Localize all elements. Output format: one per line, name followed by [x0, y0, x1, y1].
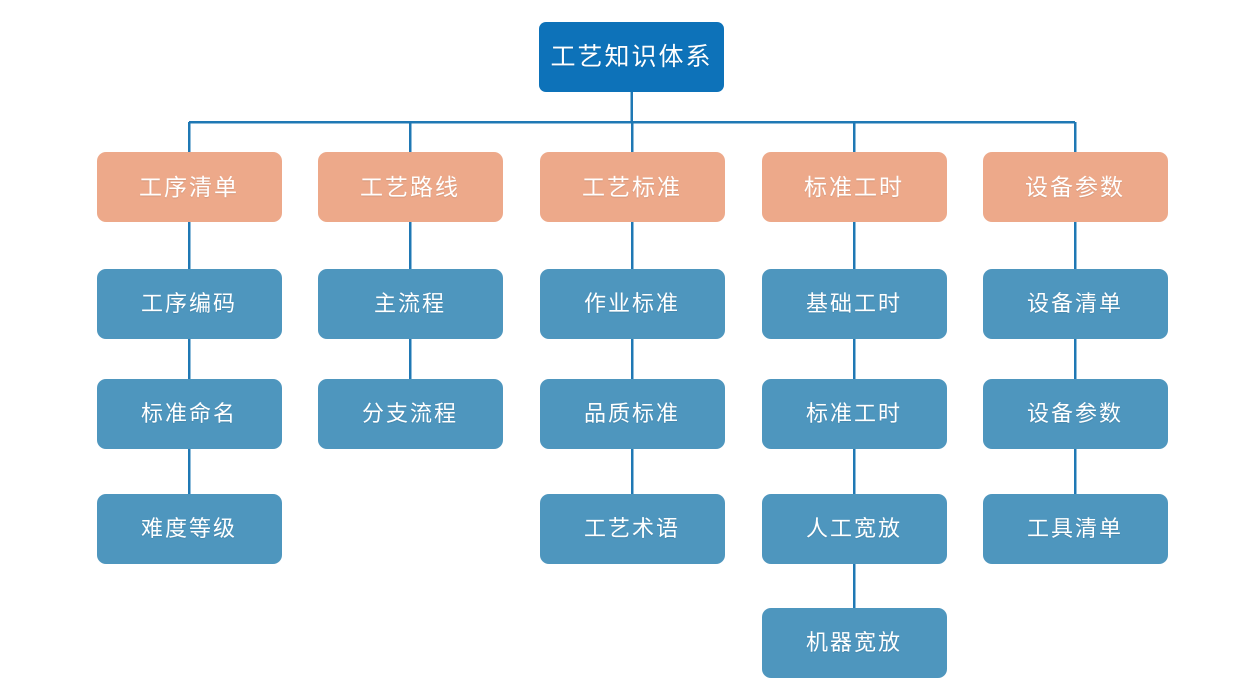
node-item-5-2[interactable]: 设备参数 [982, 379, 1168, 449]
node-item-4-1[interactable]: 基础工时 [761, 269, 947, 339]
node-item-2-2[interactable]: 分支流程 [317, 379, 503, 449]
node-item-3-2[interactable]: 品质标准 [539, 379, 725, 449]
node-item-4-4[interactable]: 机器宽放 [761, 608, 947, 678]
node-item-5-3[interactable]: 工具清单 [982, 494, 1168, 564]
node-label: 工艺标准 [582, 173, 682, 200]
node-item-4-2[interactable]: 标准工时 [761, 379, 947, 449]
node-label: 设备清单 [1026, 291, 1123, 316]
node-item-4-3[interactable]: 人工宽放 [761, 494, 947, 564]
node-label: 品质标准 [583, 401, 680, 426]
node-label: 标准命名 [140, 401, 237, 426]
node-label: 基础工时 [805, 291, 902, 316]
node-category-2[interactable]: 工艺路线 [317, 152, 503, 222]
node-label: 工艺知识体系 [550, 42, 713, 71]
node-label: 工艺术语 [583, 516, 680, 541]
node-label: 作业标准 [583, 291, 680, 316]
node-label: 分支流程 [361, 401, 458, 426]
node-root[interactable]: 工艺知识体系 [539, 22, 724, 92]
node-label: 难度等级 [140, 516, 237, 541]
node-label: 主流程 [373, 291, 446, 316]
node-category-3[interactable]: 工艺标准 [539, 152, 725, 222]
node-item-1-3[interactable]: 难度等级 [96, 494, 282, 564]
node-label: 工序清单 [139, 173, 239, 200]
node-label: 设备参数 [1025, 173, 1125, 200]
node-label: 机器宽放 [805, 630, 902, 655]
node-item-3-1[interactable]: 作业标准 [539, 269, 725, 339]
node-category-1[interactable]: 工序清单 [96, 152, 282, 222]
node-label: 标准工时 [805, 401, 902, 426]
node-label: 工艺路线 [360, 173, 460, 200]
node-label: 设备参数 [1026, 401, 1123, 426]
node-item-5-1[interactable]: 设备清单 [982, 269, 1168, 339]
node-label: 工具清单 [1026, 516, 1123, 541]
node-label: 人工宽放 [805, 516, 902, 541]
node-label: 标准工时 [804, 173, 904, 200]
node-item-3-3[interactable]: 工艺术语 [539, 494, 725, 564]
node-category-5[interactable]: 设备参数 [982, 152, 1168, 222]
node-category-4[interactable]: 标准工时 [761, 152, 947, 222]
node-label: 工序编码 [140, 291, 237, 316]
node-item-1-2[interactable]: 标准命名 [96, 379, 282, 449]
node-item-1-1[interactable]: 工序编码 [96, 269, 282, 339]
node-item-2-1[interactable]: 主流程 [317, 269, 503, 339]
